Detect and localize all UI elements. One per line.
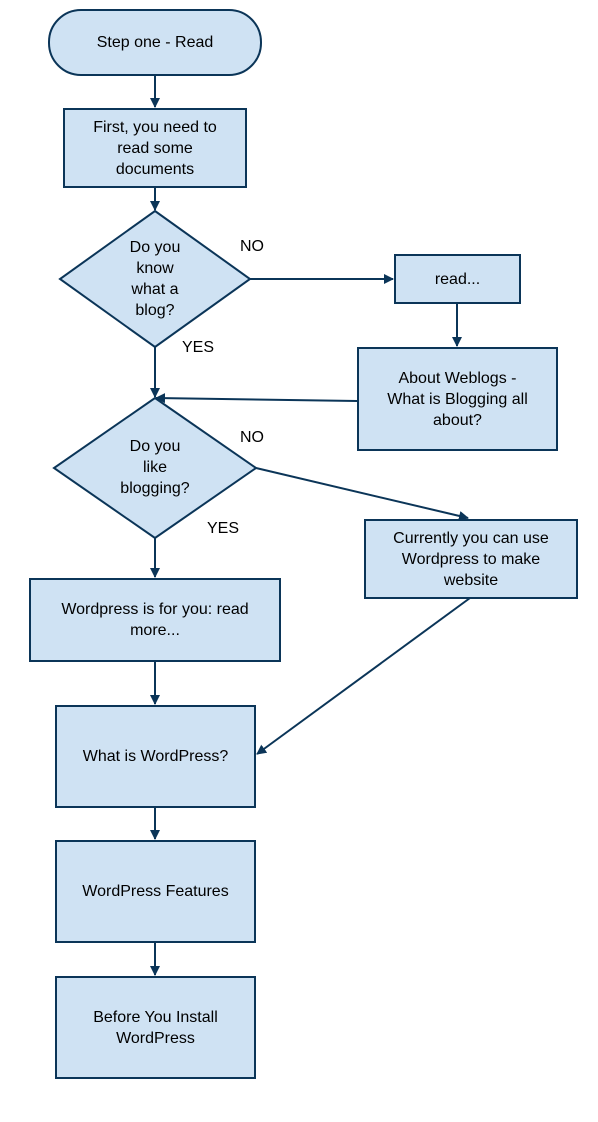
what-is-wordpress-node: What is WordPress?: [55, 705, 256, 808]
decision-blog-label: Do you know what a blog?: [129, 239, 181, 319]
arrow-currently-to-what-is-wordpress: [256, 597, 471, 755]
arrow-about-weblogs-to-decision-like: [155, 393, 358, 404]
edge-label-blog-no: NO: [240, 238, 264, 255]
read-documents-node: First, you need to read some documents: [63, 108, 247, 188]
start-node: Step one - Read: [48, 9, 262, 76]
read-more-node: read...: [394, 254, 521, 304]
currently-wordpress-node: Currently you can use Wordpress to make …: [364, 519, 578, 599]
edge-label-like-no: NO: [240, 429, 264, 446]
wordpress-features-node: WordPress Features: [55, 840, 256, 943]
arrow-decision-like-no-to-currently: [255, 467, 469, 521]
wordpress-for-you-node: Wordpress is for you: read more...: [29, 578, 281, 662]
edge-label-blog-yes: YES: [182, 339, 215, 356]
decision-like-label: Do you like blogging?: [120, 437, 190, 497]
before-install-node: Before You Install WordPress: [55, 976, 256, 1079]
edge-label-like-yes: YES: [207, 520, 240, 537]
about-weblogs-node: About Weblogs - What is Blogging all abo…: [357, 347, 558, 451]
